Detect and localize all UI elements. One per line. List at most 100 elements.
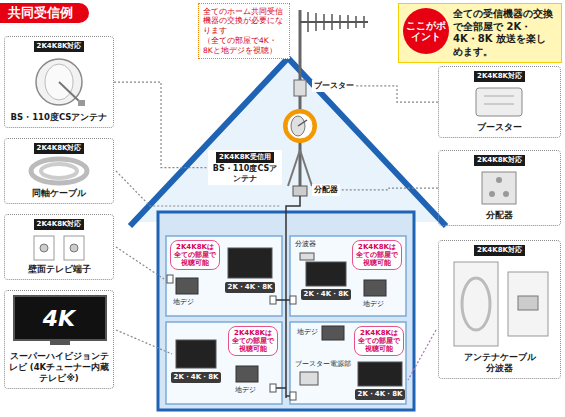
badge: 2K4K8K対応 [34,143,85,154]
note-b: （全ての部屋で4K・8Kと地デジを視聴） [203,36,285,55]
dish-arm [59,82,80,102]
product-panel: 2K4K8K対応 BS・110度CSアンテナ [4,36,114,128]
room-label: 地デジ [172,298,195,306]
plabel-text: ブースター [314,81,354,91]
cable-coil [31,159,87,183]
point-badge: ここがポイント [403,8,449,54]
wall-plate [64,236,84,260]
plate-text: 2K・4K・8K [358,390,403,399]
pname: BS・110度CSアンテナ [8,112,110,123]
power-unit [300,372,318,385]
dish-highlight [283,109,317,143]
splitter-product [518,296,538,310]
callout-text: 2K4K8Kは全ての部屋で視聴可能 [357,329,401,353]
wall-terminal [290,392,296,400]
pname: アンテナケーブル [442,352,557,363]
tv-set [228,248,272,278]
product-panel: 2K4K8K対応壁面テレビ端子 [4,214,114,280]
point-body: 全ての受信機器の交換で全部屋で 2K・4K・8K 放送を楽しめます。 [453,8,555,58]
room-label: 分波器 [294,240,317,248]
note-box: 全てのホーム共同受信機器の交換が必要になります（全ての部屋で4K・8Kと地デジを… [198,3,290,59]
roof [130,58,446,226]
tuner-plate: 2K・4K・8K [355,389,406,400]
room-callout: 2K4K8Kは全ての部屋で視聴可能 [354,326,404,356]
product-panel: 2K4K8K対応同軸ケーブル [4,138,114,204]
plabel-text: 分配器 [314,185,338,195]
leader-line [408,330,436,380]
small-tv [322,326,344,340]
tv-set [358,362,402,386]
badge: 2K4K8K対応 [34,219,85,230]
room [166,322,282,404]
room-label: ブースター電源部 [294,360,352,368]
room [166,236,282,316]
room-callout: 2K4K8Kは全ての部屋で視聴可能 [228,326,278,356]
booster-detail [484,96,514,104]
tripod-leg [300,150,312,186]
port [489,191,495,197]
small-tv [176,278,198,294]
coax-branch [276,300,290,396]
product-panel: 2K4K8K対応アンテナケーブル分波器 [438,240,561,379]
plate-text: 2K・4K・8K [228,283,273,292]
bsname: BS・110度CSアンテナ [210,164,280,183]
tv-set [306,262,346,286]
plate-text: 2K・4K・8K [174,373,219,382]
product-panel: 2K4K8K対応ブースター [438,66,561,138]
port [503,191,509,197]
leader-line [116,330,172,354]
product-panel: 4K スーパーハイビジョンテレビ (4Kチューナー内蔵テレビ※) [4,290,114,389]
room-callout: 2K4K8Kは全ての部屋で視聴可能 [170,240,220,270]
callout-text: 2K4K8Kは全ての部屋で視聴可能 [173,243,217,267]
cable-coil [462,278,490,330]
dish-ring [287,113,313,139]
room-callout: 2K4K8Kは全ての部屋で視聴可能 [352,240,402,270]
dish-antenna [36,59,82,105]
badge: 2K4K8K受信用 [216,152,274,163]
pname: 分波器 [442,363,557,374]
booster-product [476,88,522,116]
product-panel: 2K4K8K対応分配器 [438,150,561,226]
wall-terminal [290,296,296,304]
point-box: 全ての受信機器の交換で全部屋で 2K・4K・8K 放送を楽しめます。ここがポイン… [398,3,562,63]
small-tv [236,366,258,382]
room-label: 地デジ [296,328,319,336]
wall-terminal [270,296,276,304]
leader-line [116,247,164,279]
mast [299,10,302,186]
booster-label: ブースター [312,80,356,92]
callout-text: 2K4K8Kは全ての部屋で視聴可能 [355,243,399,267]
title-text: 共同受信例 [8,4,73,22]
pname: スーパーハイビジョンテレビ (4Kチューナー内蔵テレビ※) [8,351,110,384]
badge: 2K4K8K対応 [474,245,525,256]
distributor-icon [293,186,307,196]
tripod-leg [288,150,300,186]
pname: 分配器 [442,210,557,221]
tv-set [176,340,216,368]
pbadge-text: ここがポイント [405,20,447,43]
yagi-boom [300,21,368,23]
splitter-icon [300,253,314,260]
yagi-elements [308,12,364,32]
cable-pack [454,262,498,346]
pname: 壁面テレビ端子 [8,264,110,275]
leader-connector [356,86,438,102]
title-band: 共同受信例 [0,3,89,23]
dish-arm [298,120,307,126]
attic [134,60,442,222]
badge: 2K4K8K対応 [34,41,85,52]
room [290,322,406,404]
plate-socket [70,244,78,252]
room-label: 地デジ [234,386,257,394]
room-label: 地デジ [362,300,385,308]
small-tv [364,280,386,296]
note-a: 全てのホーム共同受信機器の交換が必要になります [203,7,285,35]
pname: 同軸ケーブル [8,188,110,199]
pname: ブースター [442,122,557,133]
tv4k: 4K [8,297,110,341]
tuner-plate: 2K・4K・8K [225,282,276,293]
wall-plate [34,236,54,260]
distributor-product [482,172,516,204]
